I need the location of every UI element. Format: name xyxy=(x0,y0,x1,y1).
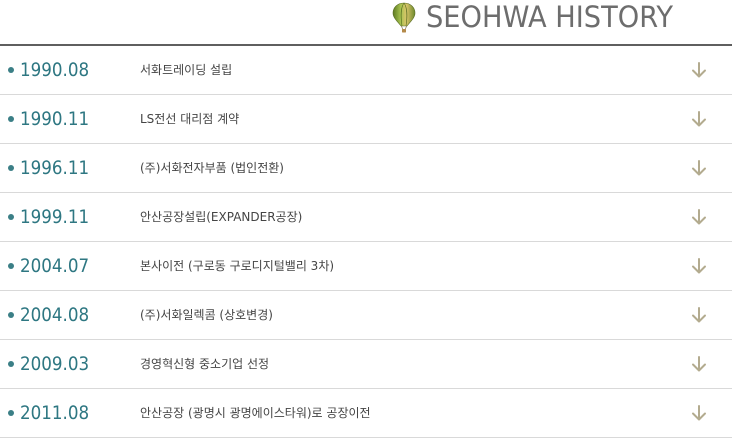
history-description: 경영혁신형 중소기업 선정 xyxy=(140,357,270,371)
bullet-icon xyxy=(8,67,14,73)
bullet-icon xyxy=(8,361,14,367)
header-divider xyxy=(0,44,732,46)
arrow-down-icon[interactable] xyxy=(689,109,709,129)
arrow-down-icon[interactable] xyxy=(689,354,709,374)
bullet-icon xyxy=(8,312,14,318)
history-date: 2004.08 xyxy=(20,304,90,326)
history-description: 안산공장설립(EXPANDER공장) xyxy=(140,210,303,224)
history-item-1999-11[interactable]: 1999.11 안산공장설립(EXPANDER공장) xyxy=(0,193,732,242)
history-description: 본사이전 (구로동 구로디지털밸리 3차) xyxy=(140,259,335,273)
history-item-2004-07[interactable]: 2004.07 본사이전 (구로동 구로디지털밸리 3차) xyxy=(0,242,732,291)
history-date: 1996.11 xyxy=(20,157,90,179)
bullet-icon xyxy=(8,263,14,269)
history-item-2009-03[interactable]: 2009.03 경영혁신형 중소기업 선정 xyxy=(0,340,732,389)
history-description: (주)서화일렉콤 (상호변경) xyxy=(140,308,273,322)
page-title: SEOHWA HISTORY xyxy=(426,0,674,34)
arrow-down-icon[interactable] xyxy=(689,256,709,276)
history-date: 1999.11 xyxy=(20,206,90,228)
arrow-down-icon[interactable] xyxy=(689,207,709,227)
history-item-2004-08[interactable]: 2004.08 (주)서화일렉콤 (상호변경) xyxy=(0,291,732,340)
hot-air-balloon-icon xyxy=(392,2,416,33)
history-description: LS전선 대리점 계약 xyxy=(140,112,240,126)
history-date: 1990.08 xyxy=(20,59,90,81)
history-item-1996-11[interactable]: 1996.11 (주)서화전자부품 (법인전환) xyxy=(0,144,732,193)
page-header: SEOHWA HISTORY xyxy=(0,0,732,40)
bullet-icon xyxy=(8,165,14,171)
arrow-down-icon[interactable] xyxy=(689,60,709,80)
history-date: 1990.11 xyxy=(20,108,90,130)
history-item-1990-08[interactable]: 1990.08 서화트레이딩 설립 xyxy=(0,46,732,95)
arrow-down-icon[interactable] xyxy=(689,403,709,423)
history-date: 2004.07 xyxy=(20,255,90,277)
history-description: 안산공장 (광명시 광명에이스타워)로 공장이전 xyxy=(140,406,371,420)
history-date: 2009.03 xyxy=(20,353,90,375)
history-item-1990-11[interactable]: 1990.11 LS전선 대리점 계약 xyxy=(0,95,732,144)
arrow-down-icon[interactable] xyxy=(689,158,709,178)
bullet-icon xyxy=(8,116,14,122)
bullet-icon xyxy=(8,214,14,220)
arrow-down-icon[interactable] xyxy=(689,305,709,325)
history-date: 2011.08 xyxy=(20,402,90,424)
history-item-2011-08[interactable]: 2011.08 안산공장 (광명시 광명에이스타워)로 공장이전 xyxy=(0,389,732,438)
history-list: 1990.08 서화트레이딩 설립 1990.11 LS전선 대리점 계약 19… xyxy=(0,46,732,438)
history-description: (주)서화전자부품 (법인전환) xyxy=(140,161,284,175)
history-description: 서화트레이딩 설립 xyxy=(140,63,233,77)
bullet-icon xyxy=(8,410,14,416)
